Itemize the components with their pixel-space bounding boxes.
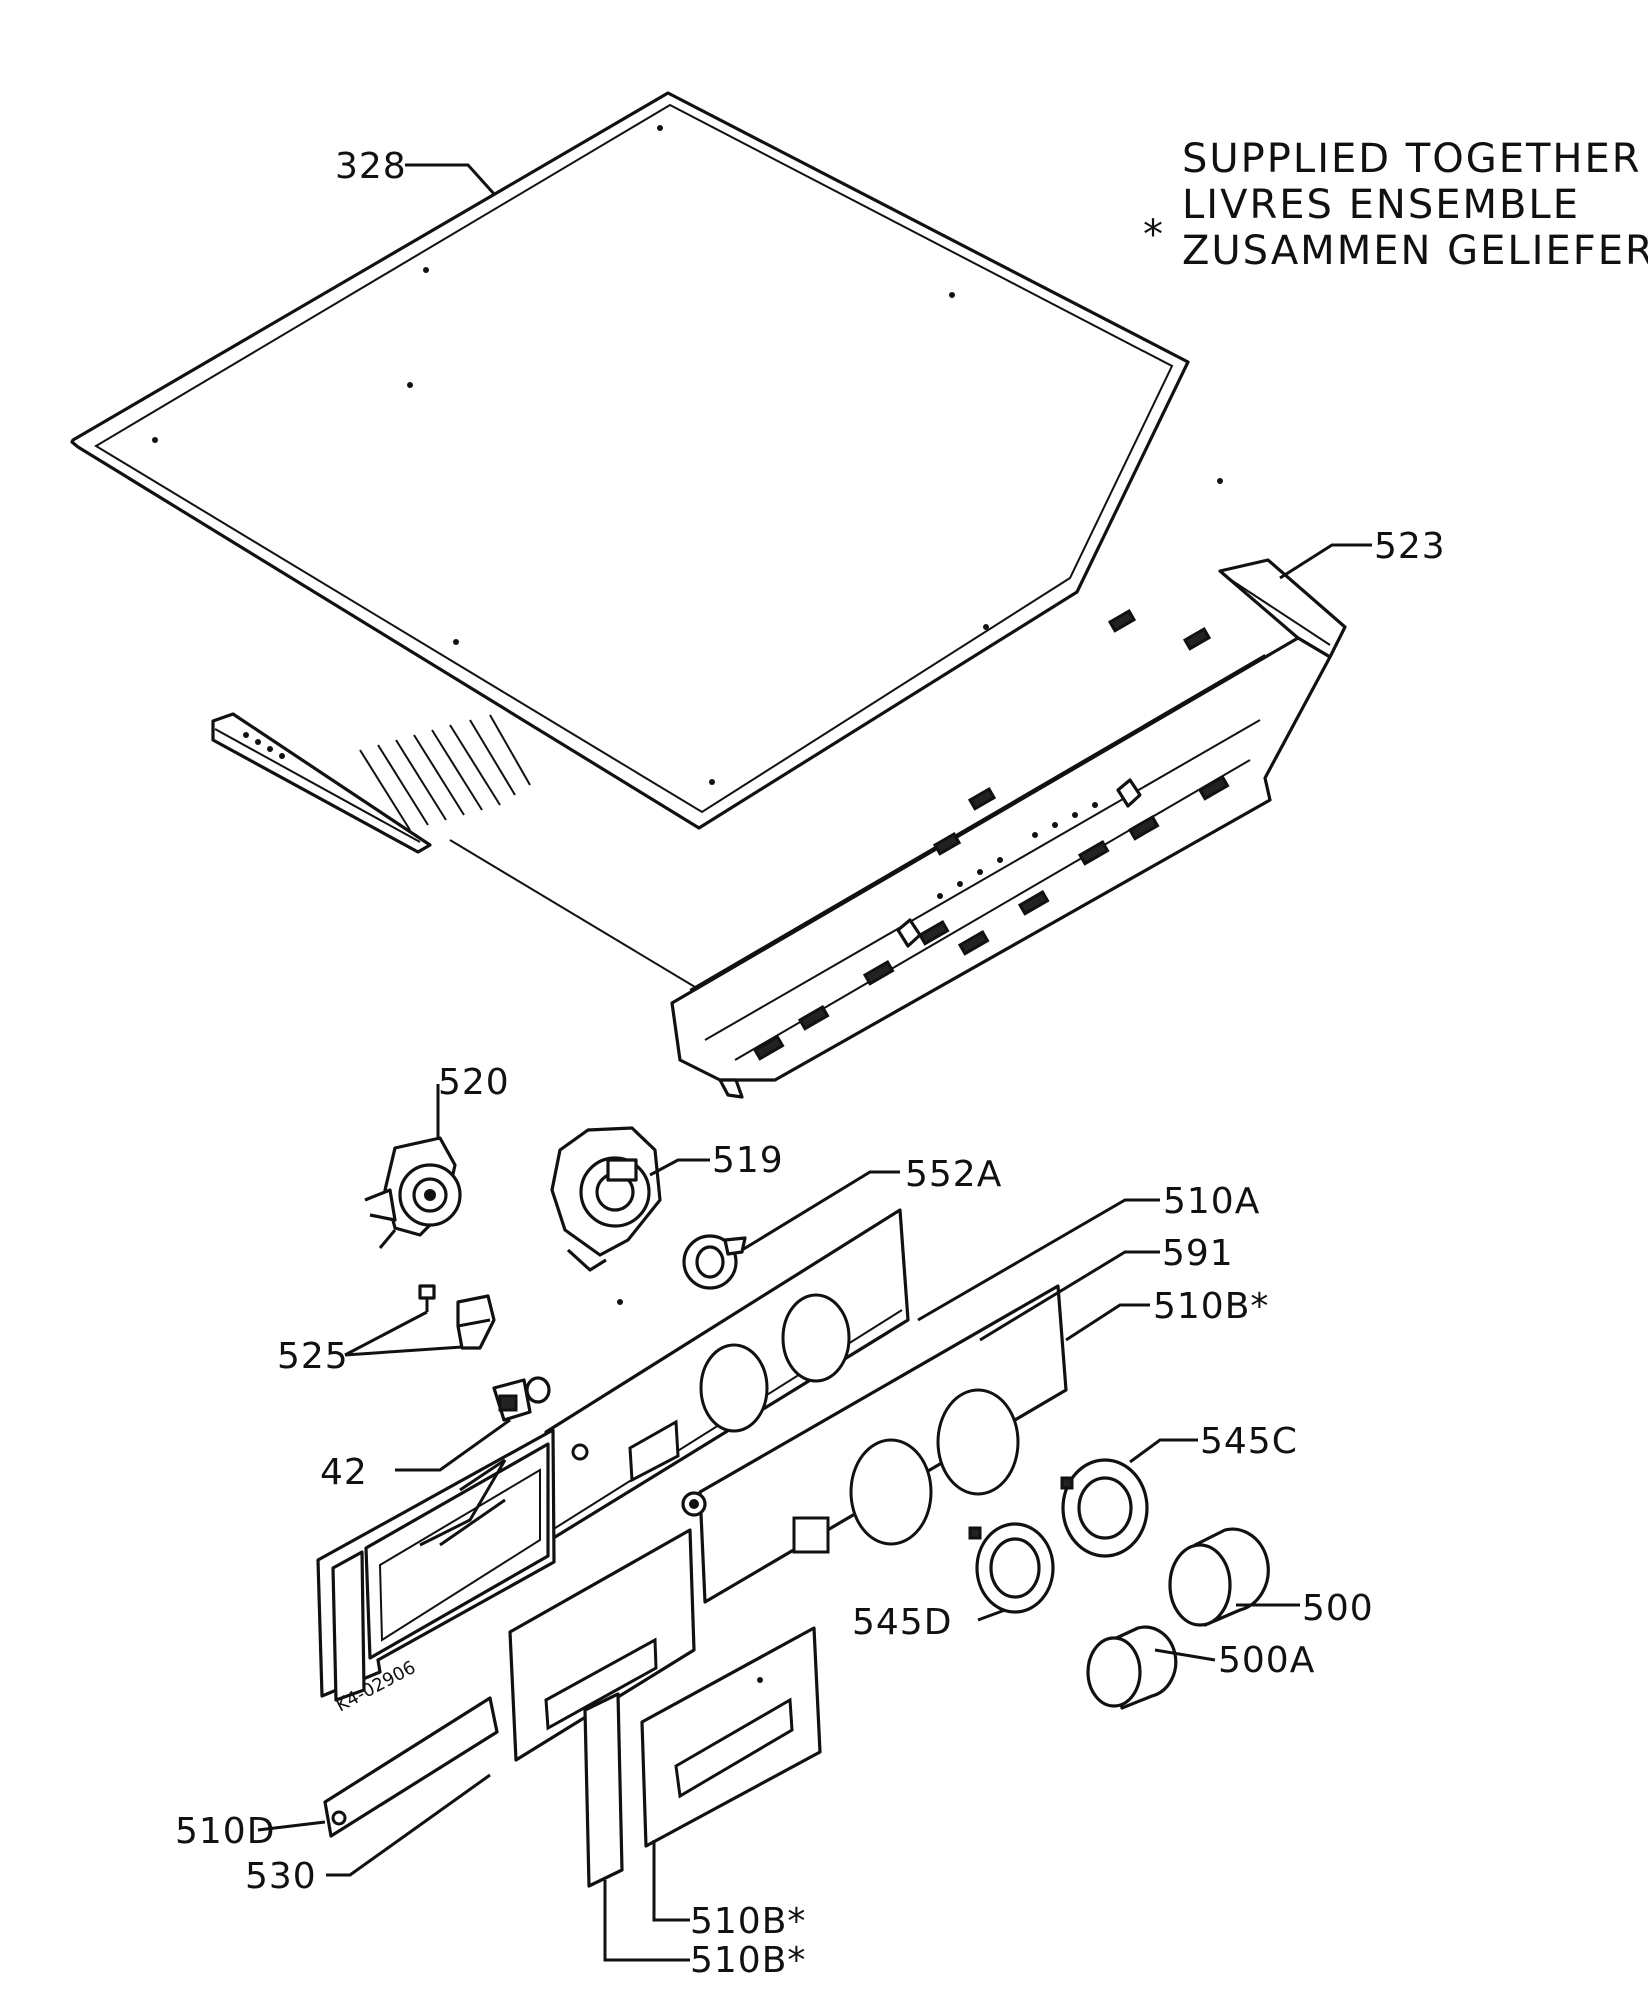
label-591: 591 bbox=[1162, 1233, 1234, 1274]
part-510b-plate bbox=[640, 1626, 822, 1848]
label-523: 523 bbox=[1374, 526, 1446, 567]
label-500: 500 bbox=[1302, 1588, 1374, 1629]
note-asterisk: * bbox=[1143, 212, 1165, 258]
label-42: 42 bbox=[320, 1452, 368, 1493]
note-line-english: SUPPLIED TOGETHER bbox=[1182, 136, 1642, 182]
part-530-handle-frame: K4-02906 bbox=[316, 1428, 556, 1716]
label-525: 525 bbox=[277, 1336, 349, 1377]
label-510d: 510D bbox=[175, 1811, 275, 1852]
label-519: 519 bbox=[712, 1140, 784, 1181]
label-520: 520 bbox=[438, 1062, 510, 1103]
leader-lines bbox=[257, 163, 1372, 1962]
part-42 bbox=[492, 1376, 551, 1422]
label-545c: 545C bbox=[1200, 1421, 1298, 1462]
label-500a: 500A bbox=[1218, 1640, 1315, 1681]
part-525 bbox=[418, 1284, 496, 1350]
label-328: 328 bbox=[335, 146, 407, 187]
part-510b-strip bbox=[583, 1692, 624, 1888]
label-510a: 510A bbox=[1163, 1181, 1260, 1222]
part-510a-front-panel bbox=[540, 1208, 910, 1547]
part-552a bbox=[682, 1234, 747, 1290]
label-530: 530 bbox=[245, 1856, 317, 1897]
label-510b-star-3: 510B* bbox=[690, 1940, 806, 1981]
part-328-top-panel bbox=[70, 91, 1223, 830]
label-510b-star: 510B* bbox=[1153, 1286, 1269, 1327]
part-519 bbox=[550, 1126, 662, 1305]
part-545c-ring bbox=[1060, 1458, 1149, 1558]
part-523-frame bbox=[211, 558, 1347, 1099]
note-line-german: ZUSAMMEN GELIEFERT bbox=[1182, 228, 1648, 274]
part-500a-knob bbox=[1086, 1625, 1178, 1710]
part-500-knob bbox=[1168, 1527, 1270, 1627]
label-552a: 552A bbox=[905, 1154, 1002, 1195]
label-545d: 545D bbox=[852, 1602, 952, 1643]
note-line-french: LIVRES ENSEMBLE bbox=[1182, 182, 1580, 228]
part-545d-ring bbox=[968, 1522, 1055, 1614]
part-510d-strip bbox=[323, 1696, 499, 1838]
part-591-drawer-front bbox=[681, 1284, 1068, 1604]
supplied-together-note: * SUPPLIED TOGETHER LIVRES ENSEMBLE ZUSA… bbox=[1143, 136, 1648, 274]
part-520 bbox=[364, 1136, 462, 1249]
part-labels: 328 523 520 519 552A 510A 591 510B* 525 … bbox=[175, 146, 1446, 1981]
part-530-plate bbox=[508, 1528, 696, 1762]
label-510b-star-2: 510B* bbox=[690, 1901, 806, 1942]
